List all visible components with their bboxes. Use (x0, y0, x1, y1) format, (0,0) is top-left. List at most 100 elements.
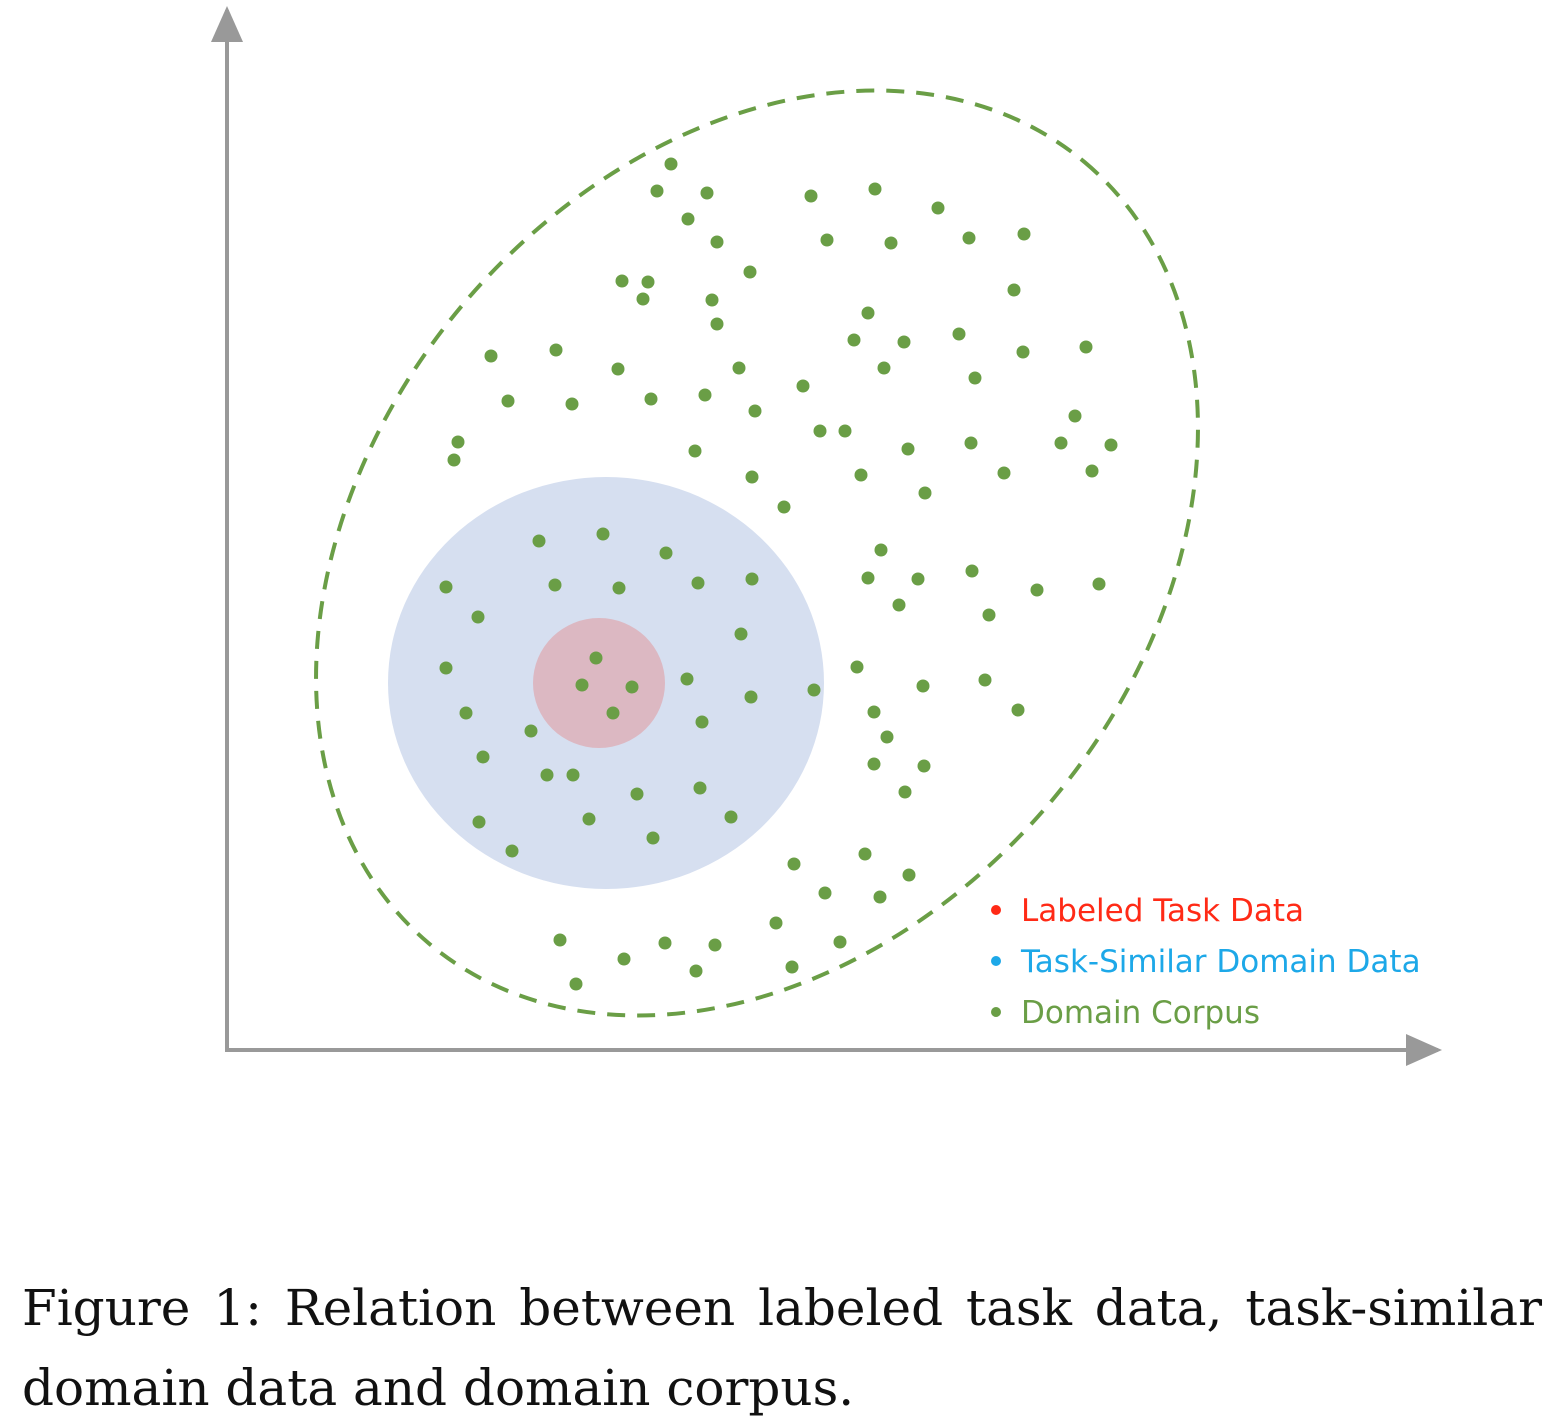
corpus-point (658, 936, 672, 950)
corpus-point (553, 933, 567, 947)
legend-item-labeled: Labeled Task Data (986, 886, 1421, 937)
corpus-point (641, 275, 655, 289)
corpus-point (566, 768, 580, 782)
corpus-point (807, 683, 821, 697)
corpus-point (700, 186, 714, 200)
corpus-point (982, 608, 996, 622)
corpus-point (1092, 577, 1106, 591)
corpus-point (447, 453, 461, 467)
corpus-point (918, 486, 932, 500)
corpus-point (858, 847, 872, 861)
corpus-point (710, 235, 724, 249)
corpus-point (540, 768, 554, 782)
corpus-point (476, 750, 490, 764)
corpus-point (505, 844, 519, 858)
corpus-point (861, 571, 875, 585)
domain-corpus-boundary (314, 88, 1200, 1018)
corpus-point (472, 815, 486, 829)
corpus-point (611, 362, 625, 376)
legend-item-similar: Task-Similar Domain Data (986, 937, 1421, 988)
corpus-point (681, 212, 695, 226)
corpus-point (724, 810, 738, 824)
corpus-point (596, 527, 610, 541)
legend-item-corpus: Domain Corpus (986, 988, 1421, 1039)
corpus-point (804, 189, 818, 203)
corpus-point (854, 468, 868, 482)
corpus-point (1016, 345, 1030, 359)
corpus-point (688, 444, 702, 458)
corpus-point (734, 627, 748, 641)
corpus-point (873, 890, 887, 904)
corpus-point (769, 916, 783, 930)
corpus-point (892, 598, 906, 612)
corpus-point (833, 935, 847, 949)
corpus-point (1104, 438, 1118, 452)
corpus-point (606, 706, 620, 720)
corpus-point (897, 335, 911, 349)
corpus-point (1079, 340, 1093, 354)
diagram-canvas (211, 6, 1442, 1066)
corpus-point (931, 201, 945, 215)
corpus-point (867, 757, 881, 771)
corpus-points (439, 157, 1118, 991)
corpus-point (745, 470, 759, 484)
corpus-point (532, 534, 546, 548)
corpus-point (471, 610, 485, 624)
corpus-point (691, 576, 705, 590)
corpus-point (650, 184, 664, 198)
corpus-point (997, 466, 1011, 480)
corpus-point (965, 564, 979, 578)
bullet-icon (991, 1007, 1001, 1017)
corpus-point (917, 759, 931, 773)
corpus-point (820, 233, 834, 247)
corpus-point (524, 724, 538, 738)
corpus-point (630, 787, 644, 801)
corpus-point (569, 977, 583, 991)
corpus-point (693, 781, 707, 795)
corpus-point (880, 730, 894, 744)
corpus-point (902, 868, 916, 882)
corpus-point (698, 388, 712, 402)
legend-label: Domain Corpus (1021, 995, 1260, 1031)
corpus-point (582, 812, 596, 826)
corpus-point (615, 274, 629, 288)
corpus-point (612, 581, 626, 595)
corpus-point (838, 424, 852, 438)
corpus-point (1017, 227, 1031, 241)
corpus-point (664, 157, 678, 171)
corpus-point (898, 785, 912, 799)
legend: Labeled Task Data Task-Similar Domain Da… (986, 886, 1421, 1039)
corpus-point (1030, 583, 1044, 597)
corpus-point (745, 572, 759, 586)
corpus-point (748, 404, 762, 418)
corpus-point (874, 543, 888, 557)
corpus-point (549, 343, 563, 357)
corpus-point (1085, 464, 1099, 478)
corpus-point (777, 500, 791, 514)
corpus-point (1054, 436, 1068, 450)
corpus-point (439, 661, 453, 675)
corpus-point (710, 317, 724, 331)
corpus-point (744, 690, 758, 704)
labeled-task-region (533, 618, 665, 748)
corpus-point (451, 435, 465, 449)
corpus-point (867, 705, 881, 719)
corpus-point (978, 673, 992, 687)
corpus-point (964, 436, 978, 450)
corpus-point (1011, 703, 1025, 717)
corpus-point (877, 361, 891, 375)
corpus-point (743, 265, 757, 279)
bullet-icon (991, 956, 1001, 966)
corpus-point (625, 680, 639, 694)
legend-label: Labeled Task Data (1021, 893, 1305, 929)
corpus-point (732, 361, 746, 375)
corpus-point (818, 886, 832, 900)
corpus-point (1068, 409, 1082, 423)
corpus-point (636, 292, 650, 306)
corpus-point (796, 379, 810, 393)
corpus-point (1007, 283, 1021, 297)
corpus-point (968, 371, 982, 385)
corpus-point (952, 327, 966, 341)
corpus-point (911, 572, 925, 586)
corpus-point (565, 397, 579, 411)
